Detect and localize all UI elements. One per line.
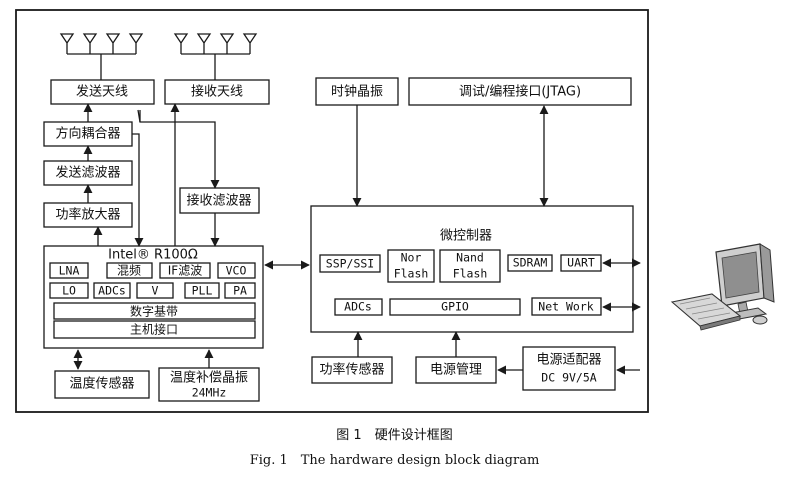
tx-antenna-icons xyxy=(59,33,144,80)
sdram-label: SDRAM xyxy=(513,256,548,270)
baseband-label: 数字基带 xyxy=(130,304,178,319)
intel-r100-block: Intel® R100Ω LNA 混频 IF滤波 VCO LO ADCs V P… xyxy=(43,245,264,349)
rx-antenna-label: 接收天线 xyxy=(191,84,243,100)
power-adapter-label-2: DC 9V/5A xyxy=(541,371,596,385)
uart-label: UART xyxy=(567,256,595,270)
power-mgmt-block: 电源管理 xyxy=(415,356,497,384)
jtag-block: 调试/编程接口(JTAG) xyxy=(408,77,632,106)
host-interface-label: 主机接口 xyxy=(130,322,178,337)
mixer-label: 混频 xyxy=(117,264,141,278)
tx-antenna-block: 发送天线 xyxy=(50,79,155,105)
v-label: V xyxy=(152,284,159,298)
rx-antenna-block: 接收天线 xyxy=(164,79,270,105)
tcxo-label-2: 24MHz xyxy=(192,386,227,400)
lna-label: LNA xyxy=(59,264,80,278)
connectors xyxy=(73,103,641,375)
tcxo-label-1: 温度补偿晶振 xyxy=(170,370,248,386)
nand-flash-label-2: Flash xyxy=(453,267,488,281)
tcxo-block: 温度补偿晶振 24MHz xyxy=(158,367,260,402)
figure-caption-chinese: 图 1 硬件设计框图 xyxy=(336,428,453,443)
tx-filter-label: 发送滤波器 xyxy=(55,165,120,181)
tx-filter-block: 发送滤波器 xyxy=(43,160,133,186)
power-adapter-label-1: 电源适配器 xyxy=(536,353,601,368)
ssp-ssi-label: SSP/SSI xyxy=(326,257,374,271)
adcs-mcu-label: ADCs xyxy=(344,300,372,314)
power-sensor-label: 功率传感器 xyxy=(319,362,384,378)
temp-sensor-block: 温度传感器 xyxy=(54,370,150,399)
pa-amplifier-label: 功率放大器 xyxy=(55,207,120,223)
lo-label: LO xyxy=(62,284,76,298)
computer-icon xyxy=(670,243,775,331)
nor-flash-label-2: Flash xyxy=(394,267,429,281)
pa-label: PA xyxy=(233,284,247,298)
power-mgmt-label: 电源管理 xyxy=(430,363,482,378)
figure-caption-english: Fig. 1 The hardware design block diagram xyxy=(249,453,540,468)
temp-sensor-label: 温度传感器 xyxy=(69,376,134,392)
rx-filter-block: 接收滤波器 xyxy=(179,187,260,214)
power-sensor-block: 功率传感器 xyxy=(311,356,393,384)
mcu-block: 微控制器 SSP/SSI Nor Flash Nand Flash SDRAM … xyxy=(310,205,634,333)
network-label: Net Work xyxy=(538,300,593,314)
rx-filter-label: 接收滤波器 xyxy=(186,193,251,209)
coupler-label: 方向耦合器 xyxy=(55,126,120,142)
pll-label: PLL xyxy=(192,284,213,298)
rx-antenna-icons xyxy=(173,33,258,80)
vco-label: VCO xyxy=(226,264,247,278)
if-filter-label: IF滤波 xyxy=(168,264,202,278)
tx-antenna-label: 发送天线 xyxy=(76,84,128,100)
pa-amplifier-block: 功率放大器 xyxy=(43,202,133,228)
nor-flash-label-1: Nor xyxy=(401,251,422,265)
power-adapter-block: 电源适配器 DC 9V/5A xyxy=(522,346,616,391)
adcs-rf-label: ADCs xyxy=(98,284,126,298)
jtag-label: 调试/编程接口(JTAG) xyxy=(459,84,581,100)
mcu-title: 微控制器 xyxy=(440,229,492,244)
coupler-block: 方向耦合器 xyxy=(43,121,133,147)
intel-r100-title: Intel® R100Ω xyxy=(108,248,198,263)
nand-flash-label-1: Nand xyxy=(456,251,484,265)
clock-label: 时钟晶振 xyxy=(331,84,383,100)
clock-block: 时钟晶振 xyxy=(315,77,399,106)
diagram-frame xyxy=(15,9,649,413)
gpio-label: GPIO xyxy=(441,300,469,314)
